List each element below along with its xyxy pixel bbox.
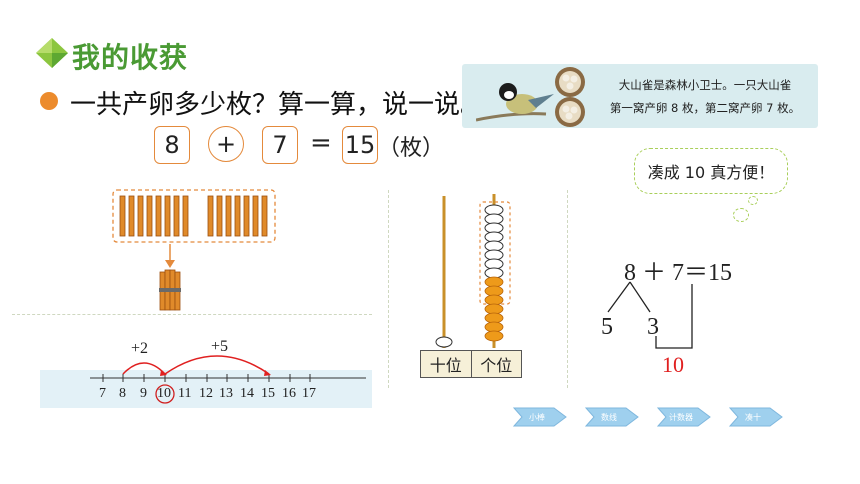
addend-b-box: 7	[262, 126, 298, 164]
addend-b: 7	[272, 131, 288, 159]
info-line-1: 大山雀是森林小卫士。一只大山雀	[618, 78, 792, 92]
bubble-tail-dot-large	[733, 208, 749, 222]
decompose-right: 3	[647, 314, 659, 340]
info-text: 大山雀是森林小卫士。一只大山雀 第一窝产卵 8 枚，第二窝产卵 7 枚。	[594, 74, 816, 120]
tick-label: 17	[302, 386, 316, 401]
tick-label: 16	[282, 386, 296, 401]
tick-label: 13	[219, 386, 233, 401]
plus-sign: +	[215, 130, 237, 158]
nav-arrow-abacus-icon[interactable]	[656, 404, 714, 430]
tick-label: 8	[119, 386, 126, 401]
tick-label-circled: 10	[157, 386, 171, 401]
decompose-equation: 8 ＋ 7＝15	[624, 260, 732, 286]
jump-label-1: +2	[131, 340, 149, 357]
nav-arrow-numberline-icon[interactable]	[584, 404, 642, 430]
bubble-text: 凑成 10 真方便！	[647, 163, 775, 182]
tick-label: 14	[240, 386, 254, 401]
decompose-ten: 10	[662, 352, 684, 377]
bird-nest-picture	[476, 67, 585, 127]
addend-a-box: 8	[154, 126, 190, 164]
divider-vertical-1	[388, 190, 389, 388]
speech-bubble: 凑成 10 真方便！	[634, 148, 788, 194]
page-title: 我的收获	[72, 41, 189, 74]
addend-a: 8	[164, 131, 180, 159]
nav-button-abacus[interactable]: 计数器	[669, 412, 693, 422]
decompose-left: 5	[601, 314, 613, 340]
question-text: 一共产卵多少枚？算一算，说一说。	[70, 90, 487, 120]
abacus	[435, 194, 511, 348]
jump-label-2: +5	[211, 338, 229, 355]
nav-button-maketen[interactable]: 凑十	[745, 412, 761, 422]
tick-label: 12	[199, 386, 213, 401]
sticks-illustration	[112, 189, 276, 311]
decompose-lines	[607, 281, 693, 349]
nav-arrow-sticks-icon[interactable]	[512, 404, 570, 430]
abacus-base: 十位 个位	[420, 350, 522, 378]
plus-circle: +	[208, 126, 244, 162]
divider-horizontal	[12, 314, 372, 315]
info-line-2: 第一窝产卵 8 枚，第二窝产卵 7 枚。	[609, 101, 801, 115]
tens-label: 十位	[421, 351, 472, 377]
equals-sign: =	[310, 128, 332, 158]
result-value: 15	[344, 131, 376, 159]
nav-arrow-maketen-icon[interactable]	[728, 404, 786, 430]
leaf-icon	[36, 38, 68, 68]
tick-label: 9	[140, 386, 147, 401]
nav-button-numberline[interactable]: 数线	[601, 412, 617, 422]
result-box: 15	[342, 126, 378, 164]
tick-label: 15	[261, 386, 275, 401]
divider-vertical-2	[567, 190, 568, 388]
bubble-tail-dot-small	[748, 196, 758, 205]
nav-button-sticks[interactable]: 小棒	[529, 412, 545, 422]
ones-label: 个位	[480, 356, 513, 375]
tick-label: 7	[99, 386, 106, 401]
number-line	[40, 355, 372, 408]
unit-label: （枚）	[378, 136, 445, 161]
bullet-dot-icon	[40, 92, 58, 110]
tick-label: 11	[178, 386, 192, 401]
